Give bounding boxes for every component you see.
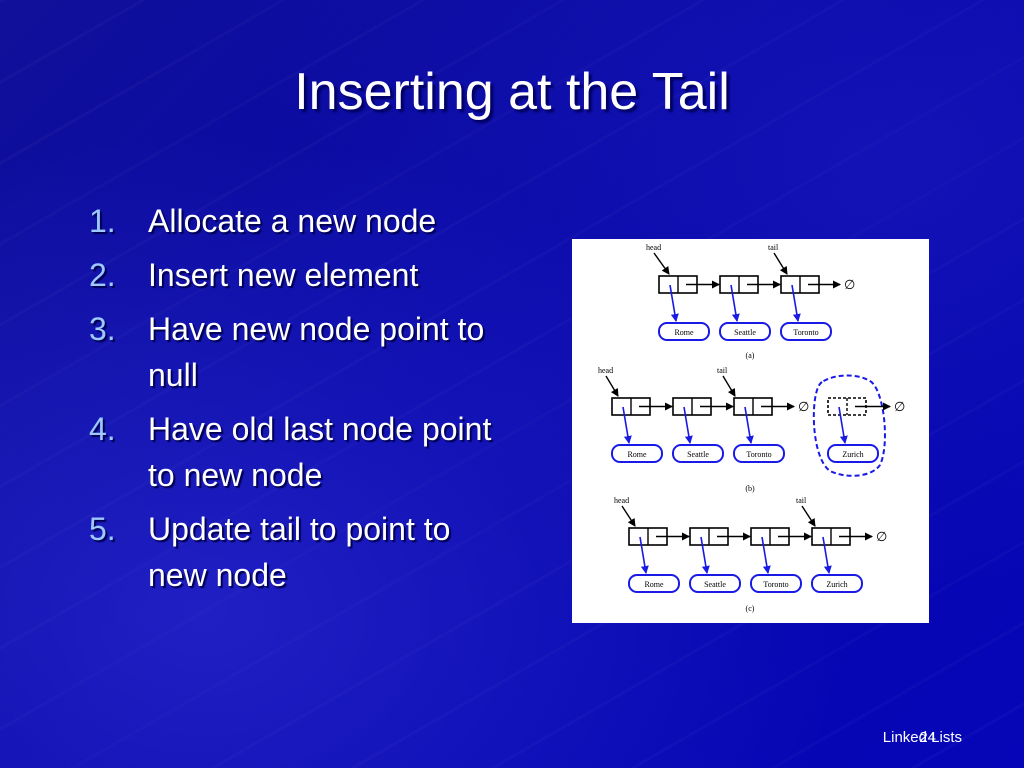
element-label: Seattle [704,580,726,589]
element-label: Rome [627,450,647,459]
step-number: 4. [89,411,116,447]
tail-label: tail [717,366,728,375]
step-item: 5. Update tail to point to new node [84,506,504,598]
element-label: Toronto [763,580,788,589]
step-item: 3. Have new node point to null [84,306,504,398]
step-text: Have old last node point to new node [148,411,492,493]
null-symbol: ∅ [876,529,887,544]
step-item: 4. Have old last node point to new node [84,406,504,498]
element-label: Rome [644,580,664,589]
step-text: Insert new element [148,257,419,293]
step-number: 1. [89,203,116,239]
page-number: 24 [919,729,936,746]
element-label: Zurich [842,450,863,459]
step-text: Have new node point to null [148,311,485,393]
linked-list-diagram: head tail ∅ Rome Seattle Toronto (a) [572,239,929,623]
steps-list: 1. Allocate a new node 2. Insert new eleme… [84,198,504,606]
caption-b: (b) [745,484,755,493]
element-label: Seattle [734,328,756,337]
head-label: head [598,366,613,375]
tail-label: tail [768,243,779,252]
step-text: Allocate a new node [148,203,437,239]
footer-label: Linked Lists [882,729,962,746]
caption-a: (a) [746,351,755,360]
row-a: head tail ∅ Rome Seattle Toronto (a) [646,243,855,360]
null-symbol: ∅ [894,399,905,414]
element-label: Toronto [793,328,818,337]
slide-title: Inserting at the Tail [294,63,730,121]
linked-list-svg: head tail ∅ Rome Seattle Toronto (a) [598,243,905,613]
step-number: 3. [89,311,116,347]
null-symbol: ∅ [844,277,855,292]
null-symbol: ∅ [798,399,809,414]
head-label: head [614,496,629,505]
step-item: 1. Allocate a new node [84,198,504,244]
step-text: Update tail to point to new node [148,511,451,593]
element-label: Rome [674,328,694,337]
step-number: 5. [89,511,116,547]
element-label: Seattle [687,450,709,459]
tail-label: tail [796,496,807,505]
row-b: head tail ∅ ∅ Rome [598,366,905,493]
step-number: 2. [89,257,116,293]
element-label: Zurich [826,580,847,589]
head-label: head [646,243,661,252]
row-c: head tail ∅ Rome Seattle [614,496,887,613]
caption-c: (c) [746,604,755,613]
element-label: Toronto [746,450,771,459]
step-item: 2. Insert new element [84,252,504,298]
